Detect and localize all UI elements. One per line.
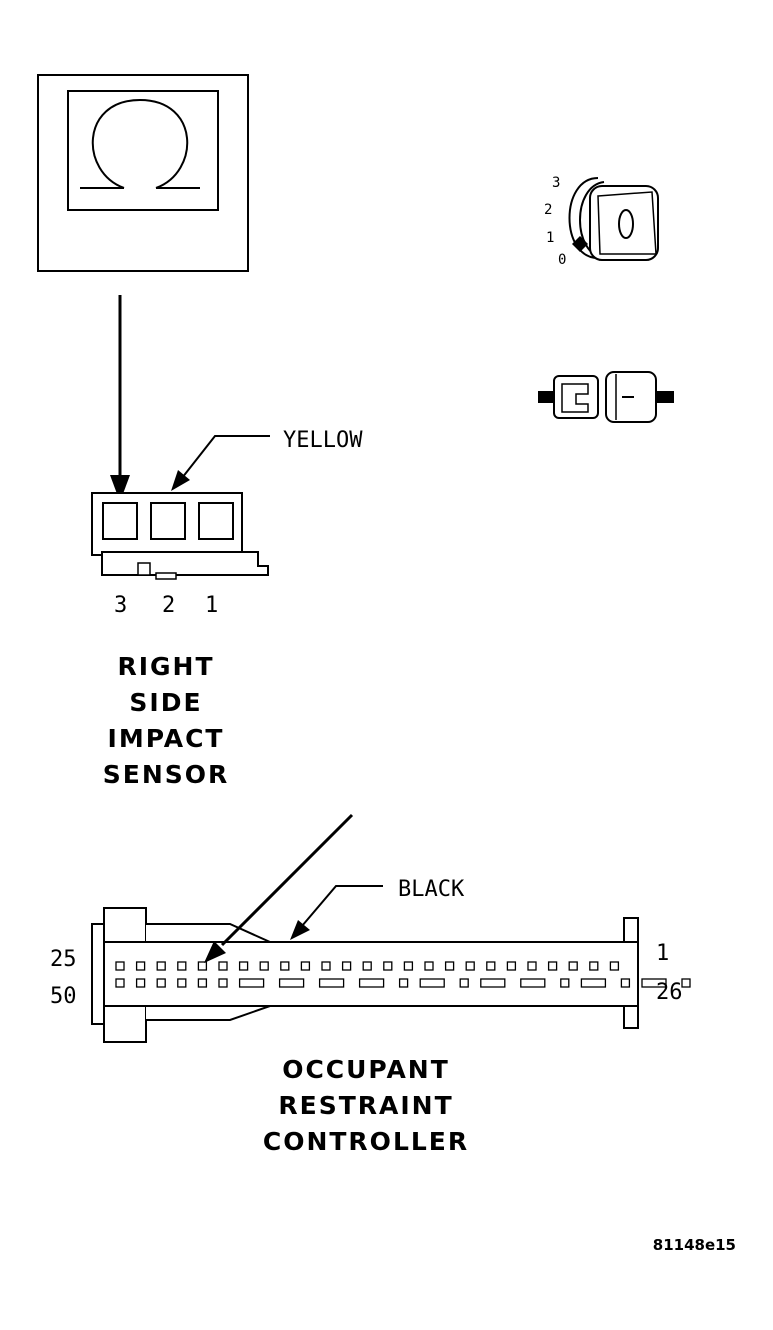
pin-cavity	[486, 961, 496, 971]
controller-pin-label-26: 26	[656, 980, 683, 1005]
pin-cavity	[197, 961, 208, 971]
pin-cavity	[568, 961, 578, 971]
key-position-2: 2	[544, 202, 552, 218]
key-position-1: 1	[546, 230, 554, 246]
pin-cavity	[156, 978, 166, 988]
controller-pin-label-25: 25	[50, 947, 77, 972]
pin-cavity	[620, 978, 631, 988]
pin-cavity	[609, 961, 620, 971]
controller-connector-color-label: BLACK	[398, 877, 465, 902]
pin-cavity	[362, 961, 372, 971]
controller-title-line-1: OCCUPANT	[282, 1055, 450, 1084]
sensor-title-line-4: SENSOR	[103, 760, 230, 789]
pin-cavity	[580, 978, 607, 988]
pin-cavity	[259, 961, 269, 971]
pin-cavity	[321, 961, 331, 971]
sensor-connector-color-label: YELLOW	[283, 428, 363, 453]
pin-cavity	[197, 978, 208, 988]
controller-pin-row-bottom	[115, 978, 691, 988]
pin-cavity	[177, 961, 187, 971]
pin-cavity	[115, 978, 125, 988]
probe-arrow	[204, 813, 354, 963]
meter-lead-arrow	[110, 295, 130, 502]
pin-cavity	[238, 978, 265, 988]
sensor-connector	[91, 492, 269, 580]
sensor-pin-label-1: 1	[205, 593, 218, 618]
disconnect-connector-icon	[538, 371, 674, 423]
pin-cavity	[403, 961, 414, 971]
pin-cavity	[135, 961, 146, 971]
controller-title-line-2: RESTRAINT	[278, 1091, 453, 1120]
pin-cavity	[280, 961, 290, 971]
pin-cavity	[419, 978, 445, 988]
ignition-key-icon	[568, 177, 659, 261]
pin-cavity	[527, 961, 537, 971]
sensor-title-line-3: IMPACT	[108, 724, 225, 753]
pin-cavity	[358, 978, 385, 988]
sensor-title-line-2: SIDE	[129, 688, 202, 717]
pin-cavity	[444, 961, 455, 971]
pin-cavity	[218, 961, 228, 971]
pin-cavity	[480, 978, 506, 988]
key-position-0: 0	[558, 252, 566, 268]
controller-connector	[91, 907, 691, 1043]
pin-cavity	[383, 961, 393, 971]
pin-cavity	[398, 978, 409, 988]
black-leader-arrow	[290, 885, 383, 940]
key-position-3: 3	[552, 175, 560, 191]
controller-title-line-3: CONTROLLER	[263, 1127, 469, 1156]
pin-cavity	[641, 978, 667, 988]
pin-cavity	[177, 978, 187, 988]
pin-cavity	[278, 978, 305, 988]
yellow-leader-arrow	[171, 435, 270, 491]
pin-cavity	[318, 978, 345, 988]
controller-pin-row-top	[115, 961, 620, 971]
pin-cavity	[560, 978, 570, 988]
pin-cavity	[135, 978, 146, 988]
pin-cavity	[547, 961, 558, 971]
pin-cavity	[341, 961, 352, 971]
pin-cavity	[218, 978, 228, 988]
ohmmeter-icon	[37, 74, 249, 272]
controller-pin-label-1: 1	[656, 941, 669, 966]
pin-cavity	[589, 961, 599, 971]
pin-cavity	[156, 961, 166, 971]
pin-cavity	[238, 961, 249, 971]
pin-cavity	[465, 961, 475, 971]
pin-cavity	[681, 978, 691, 988]
pin-cavity	[506, 961, 517, 971]
pin-cavity	[424, 961, 434, 971]
sensor-pin-label-2: 2	[162, 593, 175, 618]
sensor-pin-label-3: 3	[114, 593, 127, 618]
controller-pin-label-50: 50	[50, 984, 77, 1009]
pin-cavity	[459, 978, 469, 988]
pin-cavity	[300, 961, 311, 971]
sensor-title-line-1: RIGHT	[117, 652, 214, 681]
pin-cavity	[520, 978, 546, 988]
figure-code: 81148e15	[653, 1236, 736, 1254]
pin-cavity	[115, 961, 125, 971]
